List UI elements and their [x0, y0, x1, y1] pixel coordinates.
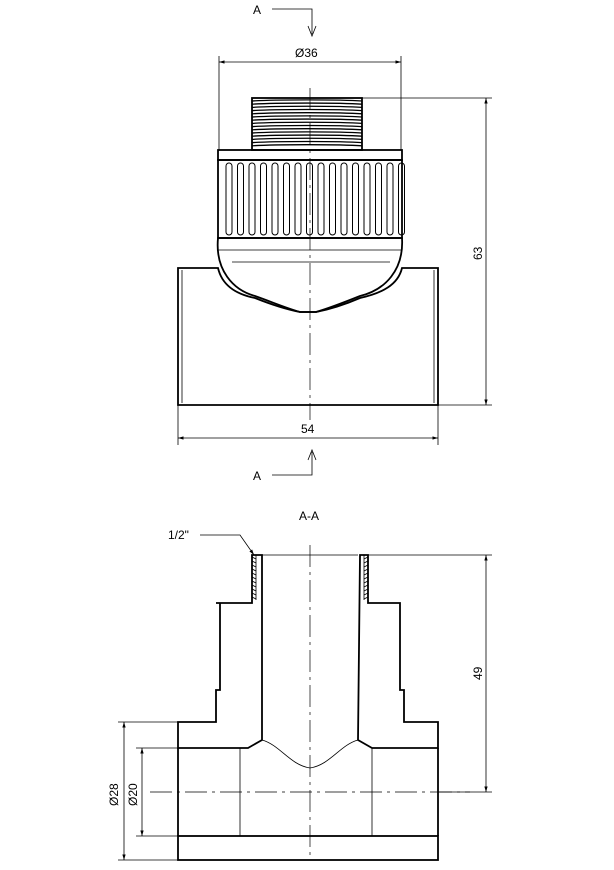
drawing-line: [363, 572, 369, 576]
knurl-rib: [260, 162, 267, 236]
drawing-line: [363, 576, 369, 580]
drawing-line: [363, 556, 369, 560]
thread-ridge: [251, 99, 363, 102]
thread-ridge: [251, 112, 363, 115]
drawing-line: [251, 592, 257, 596]
section-arrow-bottom: A: [253, 448, 317, 483]
dim-outer-diameter-label: Ø28: [107, 783, 121, 806]
knurled-nut: [217, 149, 405, 239]
drawing-line: [363, 588, 369, 592]
thread-label: 1/2": [168, 528, 189, 542]
knurl-rib: [363, 162, 371, 236]
section-arrow-top: A: [253, 3, 317, 38]
knurl-rib: [248, 162, 256, 236]
dim-49-label: 49: [471, 666, 485, 680]
thread-ridge: [251, 121, 363, 125]
knurl-rib: [329, 162, 336, 236]
drawing-line: [251, 580, 257, 584]
dim-diameter-label: Ø36: [295, 46, 318, 60]
drawing-line: [251, 596, 257, 600]
dim-height-label: 63: [471, 246, 485, 260]
thread-ridge: [251, 140, 363, 144]
drawing-line: [363, 568, 369, 572]
drawing-line: [363, 580, 369, 584]
section-mark-top: A: [253, 3, 261, 17]
dimension-width-54: 54: [177, 405, 439, 445]
knurl-rib: [375, 162, 382, 236]
section-title: A-A: [299, 509, 319, 523]
drawing-line: [251, 588, 257, 592]
drawing-line: [251, 564, 257, 568]
top-view: A Ø36: [177, 3, 492, 483]
thread-ridge: [251, 105, 363, 109]
knurl-rib: [237, 162, 244, 236]
knurl-rib: [317, 162, 325, 236]
drawing-line: [363, 560, 369, 564]
knurl-rib: [352, 162, 359, 236]
thread-ridge: [251, 144, 363, 147]
section-view: A-A 1/2": [107, 509, 492, 861]
knurl-rib: [225, 162, 233, 236]
bore: [177, 554, 439, 836]
drawing-line: [251, 584, 257, 588]
thread-ridge: [251, 128, 363, 131]
thread-ridge: [251, 137, 363, 141]
drawing-line: [251, 576, 257, 580]
drawing-line: [363, 584, 369, 588]
drawing-line: [251, 572, 257, 576]
thread-ridge: [251, 102, 363, 105]
thread-ridge: [251, 131, 363, 134]
thread-ridge: [251, 115, 363, 118]
knurl-rib: [283, 162, 290, 236]
drawing-line: [251, 556, 257, 560]
thread-callout: 1/2": [168, 528, 255, 556]
dim-width-label: 54: [301, 422, 315, 436]
knurl-rib: [271, 162, 279, 236]
knurl-rib: [306, 162, 313, 236]
dimension-diameter-28: Ø28: [107, 721, 178, 861]
knurl-rib: [386, 162, 394, 236]
drawing-line: [363, 564, 369, 568]
tee-body: [177, 267, 439, 406]
dim-inner-diameter-label: Ø20: [126, 783, 140, 806]
bottom-wall-section: [177, 835, 439, 861]
knurl-rib: [294, 162, 302, 236]
drawing-line: [251, 560, 257, 564]
drawing-line: [363, 596, 369, 600]
threaded-nipple: [251, 97, 363, 151]
internal-thread: [251, 555, 369, 600]
dimension-height-49: 49: [368, 554, 492, 793]
knurl-rib: [340, 162, 348, 236]
thread-ridge: [251, 134, 363, 137]
drawing-line: [251, 568, 257, 572]
section-mark-bottom: A: [253, 469, 261, 483]
thread-ridge: [251, 108, 363, 112]
left-wall-section: [177, 554, 263, 749]
right-wall-section: [357, 554, 439, 749]
dimension-diameter-20: Ø20: [126, 747, 240, 837]
thread-ridge: [251, 118, 363, 121]
dimension-height-63: 63: [362, 97, 492, 406]
drawing-line: [363, 592, 369, 596]
dimension-diameter-36: Ø36: [218, 46, 402, 150]
knurl-rib: [398, 162, 405, 236]
thread-ridge: [251, 124, 363, 128]
